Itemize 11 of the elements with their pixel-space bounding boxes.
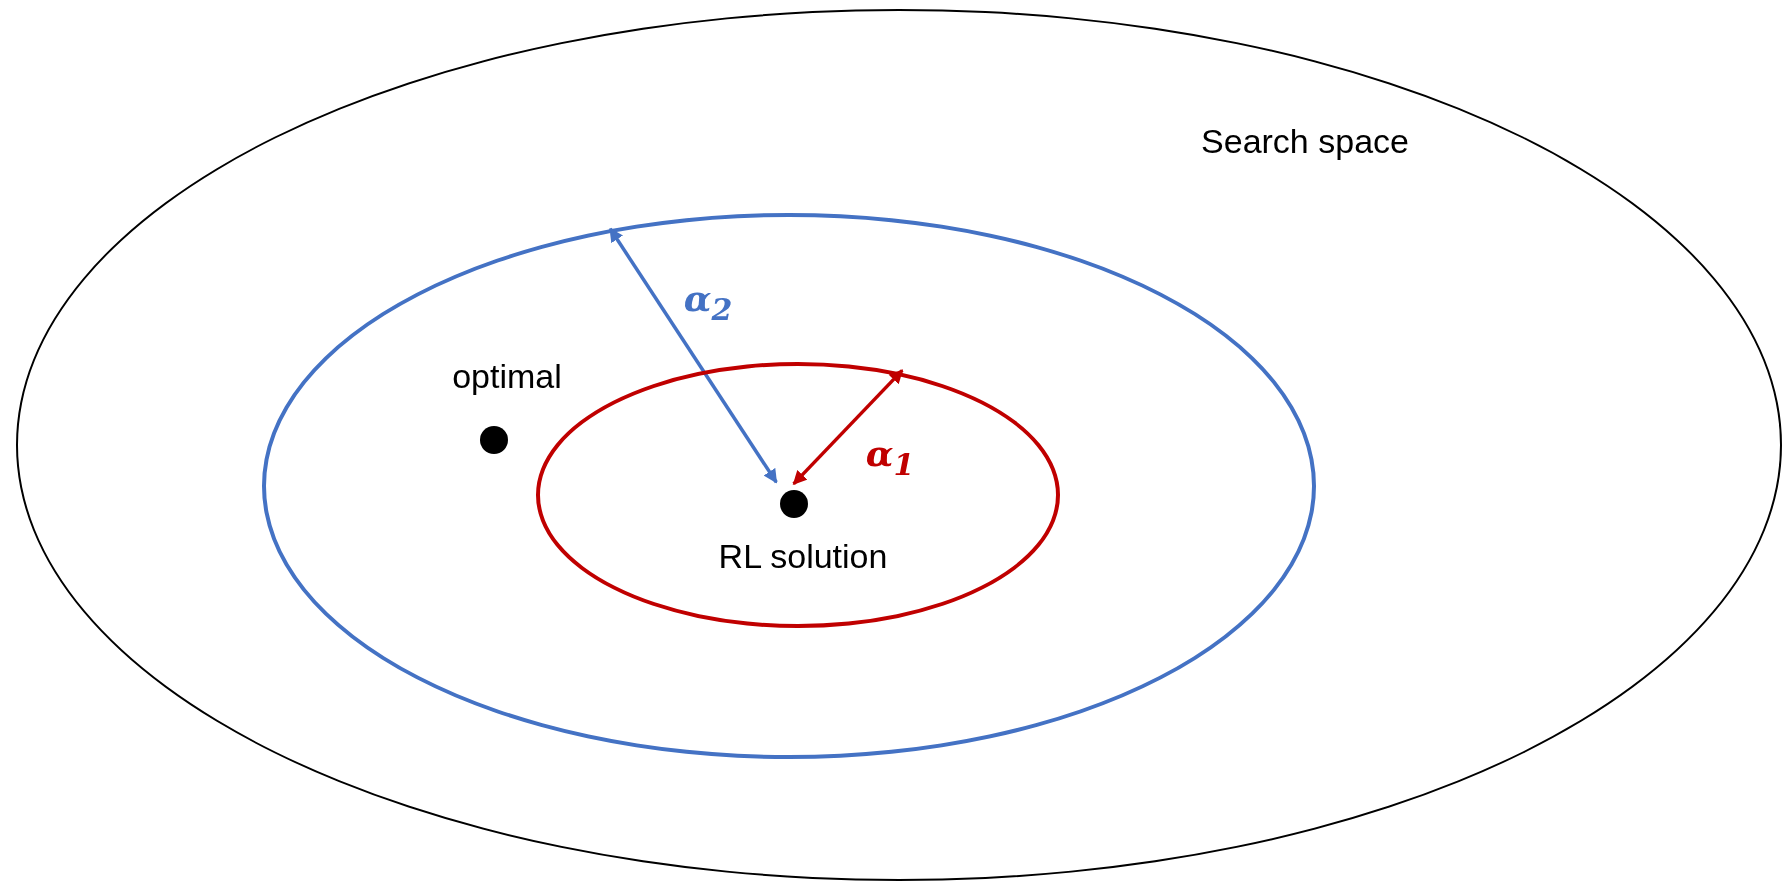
- region-ellipse: [262, 213, 1316, 759]
- solution-dot: [780, 490, 808, 518]
- radius-arrow: [608, 227, 778, 484]
- edge-label: α$_{2}$: [683, 277, 733, 327]
- point-label: optimal: [452, 356, 562, 396]
- region-title: Search space: [1201, 121, 1409, 161]
- solution-dot: [480, 426, 508, 454]
- edge-label: α$_{1}$: [865, 432, 915, 482]
- radius-arrow: [792, 369, 904, 486]
- point-label: RL solution: [718, 536, 888, 576]
- search-space-ellipse: [16, 9, 1782, 881]
